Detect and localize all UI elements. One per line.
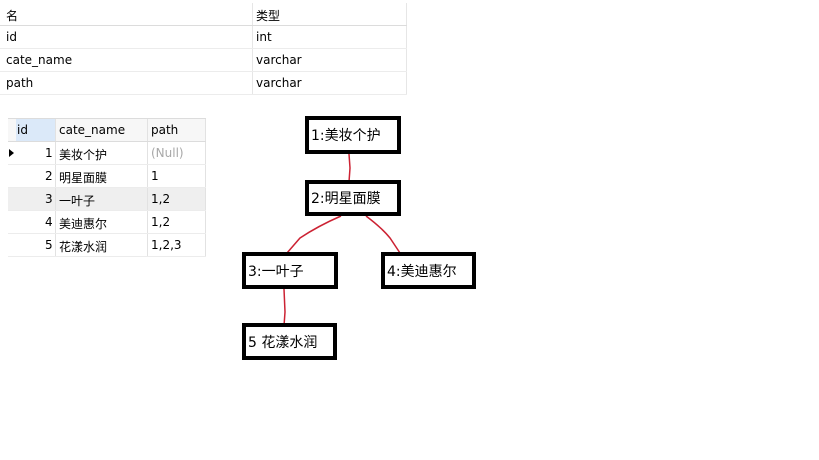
cell-id[interactable]: 3 [45, 192, 53, 206]
tree-node-label: 4:美迪惠尔 [387, 263, 457, 280]
tree-node-label: 3:一叶子 [248, 263, 304, 280]
schema-field-type[interactable]: int [256, 30, 272, 44]
schema-field-name[interactable]: path [6, 76, 34, 90]
table-row[interactable]: 5 花漾水润 1,2,3 [8, 234, 206, 257]
cell-path[interactable]: 1 [151, 169, 159, 183]
column-divider [55, 234, 56, 256]
tree-node-label: 5 花漾水润 [248, 334, 318, 351]
table-row[interactable]: 2 明星面膜 1 [8, 165, 206, 188]
column-divider [406, 3, 407, 25]
column-divider [147, 211, 148, 233]
column-divider [55, 211, 56, 233]
column-divider [252, 49, 253, 71]
schema-header-name[interactable]: 名 [6, 9, 19, 23]
tree-link-2-4 [365, 215, 401, 254]
column-divider [147, 142, 148, 164]
column-divider [147, 188, 148, 210]
tree-node-2[interactable]: 2:明星面膜 [305, 180, 401, 216]
column-divider [147, 234, 148, 256]
tree-node-1[interactable]: 1:美妆个护 [305, 116, 401, 154]
table-row[interactable]: 1 美妆个护 (Null) [8, 142, 206, 165]
cell-cate-name[interactable]: 明星面膜 [59, 171, 108, 185]
data-grid: id cate_name path 1 美妆个护 (Null) 2 明星面膜 1… [8, 118, 206, 257]
schema-header-row: 名 类型 [0, 3, 407, 26]
column-divider [252, 26, 253, 48]
cell-cate-name[interactable]: 花漾水润 [59, 240, 108, 254]
cell-path[interactable]: (Null) [151, 146, 184, 160]
column-divider [252, 72, 253, 94]
grid-header-path[interactable]: path [151, 123, 179, 137]
column-divider [205, 165, 206, 187]
schema-field-name[interactable]: id [6, 30, 17, 44]
column-divider [55, 142, 56, 164]
cell-path[interactable]: 1,2 [151, 215, 171, 229]
column-divider [205, 211, 206, 233]
column-divider [55, 119, 56, 141]
grid-header-id[interactable]: id [17, 123, 28, 137]
column-divider [252, 3, 253, 25]
grid-header-cate-name[interactable]: cate_name [59, 123, 126, 137]
table-row[interactable]: 4 美迪惠尔 1,2 [8, 211, 206, 234]
cell-id[interactable]: 4 [45, 215, 53, 229]
column-divider [55, 165, 56, 187]
column-divider [406, 49, 407, 71]
schema-field-name[interactable]: cate_name [6, 53, 73, 67]
tree-node-3[interactable]: 3:一叶子 [242, 252, 338, 289]
column-divider [55, 188, 56, 210]
column-divider [147, 165, 148, 187]
grid-header-row: id cate_name path [8, 119, 206, 142]
schema-field-type[interactable]: varchar [256, 76, 302, 90]
schema-header-type[interactable]: 类型 [256, 9, 281, 23]
field-schema-grid: 名 类型 id int cate_name varchar path varch… [0, 3, 407, 95]
column-divider [406, 72, 407, 94]
cell-cate-name[interactable]: 美妆个护 [59, 148, 108, 162]
cell-id[interactable]: 5 [45, 238, 53, 252]
cell-id[interactable]: 1 [45, 146, 53, 160]
tree-link-3-5 [283, 288, 286, 327]
schema-row[interactable]: id int [0, 26, 407, 49]
column-divider [205, 142, 206, 164]
column-divider [205, 119, 206, 141]
schema-row[interactable]: path varchar [0, 72, 407, 95]
cell-cate-name[interactable]: 美迪惠尔 [59, 217, 108, 231]
cell-cate-name[interactable]: 一叶子 [59, 194, 96, 208]
column-divider [406, 26, 407, 48]
current-row-indicator-icon [8, 142, 15, 164]
column-divider [147, 119, 148, 141]
sorted-column-highlight [16, 119, 55, 141]
schema-row[interactable]: cate_name varchar [0, 49, 407, 72]
tree-node-label: 2:明星面膜 [311, 191, 381, 207]
table-row[interactable]: 3 一叶子 1,2 [8, 188, 206, 211]
column-divider [205, 188, 206, 210]
cell-id[interactable]: 2 [45, 169, 53, 183]
schema-field-type[interactable]: varchar [256, 53, 302, 67]
column-divider [205, 234, 206, 256]
tree-node-4[interactable]: 4:美迪惠尔 [381, 252, 476, 289]
tree-link-2-3 [286, 215, 342, 254]
tree-node-5[interactable]: 5 花漾水润 [242, 323, 337, 360]
tree-node-label: 1:美妆个护 [311, 128, 381, 144]
cell-path[interactable]: 1,2,3 [151, 238, 182, 252]
cell-path[interactable]: 1,2 [151, 192, 171, 206]
tree-link-1-2 [348, 153, 351, 183]
